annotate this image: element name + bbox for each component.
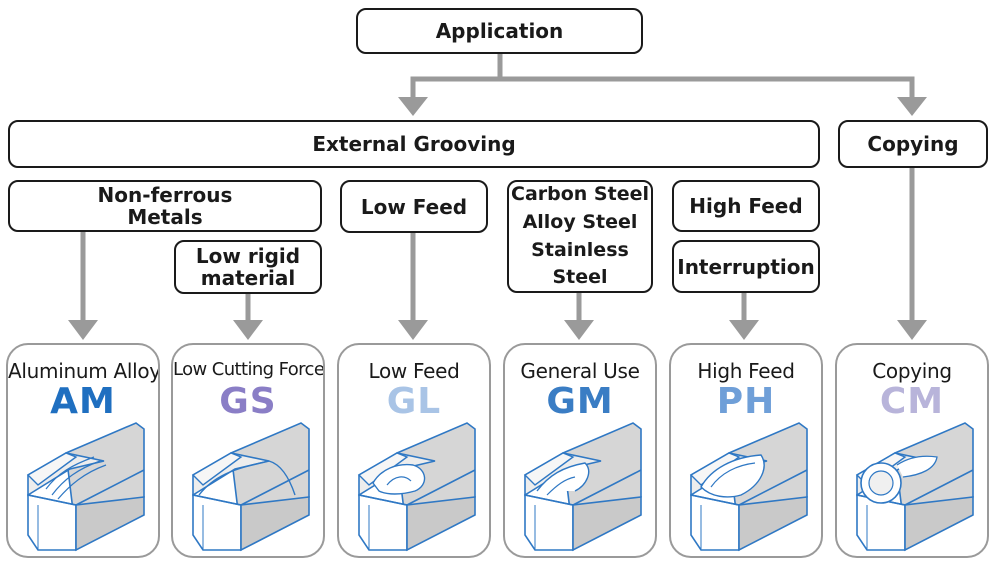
arrowhead-gl — [398, 320, 428, 340]
grade-title: Low Cutting Force — [173, 359, 325, 380]
insert-cm-icon — [855, 422, 974, 552]
grade-code: GS — [219, 381, 277, 422]
interruption-box: Interruption — [672, 240, 820, 293]
grade-card-ph: High Feed PH — [669, 343, 823, 558]
insert-am-icon — [26, 422, 145, 552]
grade-code: PH — [716, 381, 776, 422]
copying-box: Copying — [838, 120, 988, 168]
grade-code: GM — [546, 381, 614, 422]
low-rigid-material-box: Low rigid material — [174, 240, 322, 294]
insert-gm-icon — [523, 422, 642, 552]
grade-card-gm: General Use GM — [503, 343, 657, 558]
grade-code: AM — [50, 381, 116, 422]
grade-code: GL — [386, 381, 442, 422]
grade-title: Copying — [872, 359, 952, 383]
grade-title: Aluminum Alloy — [8, 359, 160, 383]
arrowhead-am — [68, 320, 98, 340]
grade-code: CM — [879, 381, 945, 422]
steels-box: Carbon Steel Alloy Steel Stainless Steel — [507, 180, 653, 293]
grade-title: Low Feed — [368, 359, 460, 383]
connector-branch — [410, 76, 915, 97]
grade-card-cm: Copying CM — [835, 343, 989, 558]
arrowhead-grooving — [398, 97, 428, 116]
low-feed-condition-box: Low Feed — [340, 180, 488, 233]
grade-card-gl: Low Feed GL — [337, 343, 491, 558]
arrowhead-gm — [564, 320, 594, 340]
insert-ph-icon — [689, 422, 808, 552]
insert-gl-icon — [357, 422, 476, 552]
arrowhead-gs — [233, 320, 263, 340]
grade-title: General Use — [520, 359, 640, 383]
grade-card-gs: Low Cutting Force GS — [171, 343, 325, 558]
insert-gs-icon — [191, 422, 310, 552]
nonferrous-metals-box: Non-ferrous Metals — [8, 180, 322, 232]
grade-title: High Feed — [697, 359, 795, 383]
arrowhead-cm — [897, 320, 927, 340]
arrowhead-ph — [729, 320, 759, 340]
high-feed-condition-box: High Feed — [672, 180, 820, 232]
arrowhead-copying — [897, 97, 927, 116]
application-box: Application — [356, 8, 643, 54]
external-grooving-box: External Grooving — [8, 120, 820, 168]
grade-card-am: Aluminum Alloy AM — [6, 343, 160, 558]
